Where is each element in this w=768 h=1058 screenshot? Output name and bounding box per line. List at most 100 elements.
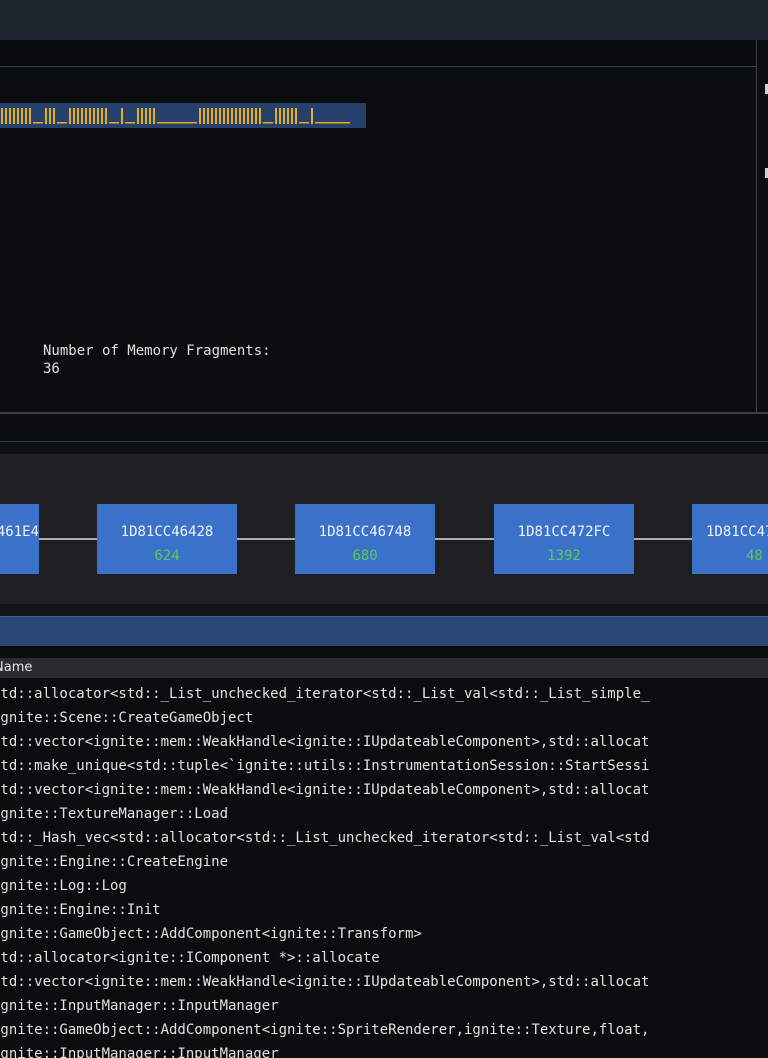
side-panel-marker xyxy=(765,84,768,94)
allocations-table: Name std::allocator<std::_List_unchecked… xyxy=(0,646,768,1058)
node-address: 1D81CC47 xyxy=(706,524,768,540)
node-address: 1D81CC46428 xyxy=(120,524,214,540)
memory-fragment xyxy=(1,108,3,124)
memory-gap xyxy=(157,122,197,124)
memory-fragment xyxy=(21,108,23,124)
memory-gap xyxy=(109,122,119,124)
memory-fragment xyxy=(239,108,241,124)
memory-fragment xyxy=(77,108,79,124)
memory-gap xyxy=(263,122,273,124)
memory-fragment xyxy=(13,108,15,124)
memory-fragment xyxy=(287,108,289,124)
memory-fragment xyxy=(207,108,209,124)
node-size: 48 xyxy=(746,548,763,564)
memory-fragment xyxy=(283,108,285,124)
memory-fragment xyxy=(17,108,19,124)
memory-fragment xyxy=(227,108,229,124)
fragments-count: 36 xyxy=(43,361,60,377)
chain-node[interactable]: 1D81CC472FC 1392 xyxy=(494,504,634,574)
side-panel xyxy=(756,40,768,412)
chain-node[interactable]: 1D81CC461E4 xyxy=(0,504,39,574)
table-row[interactable]: ignite::GameObject::AddComponent<ignite:… xyxy=(0,926,422,942)
memory-fragment xyxy=(85,108,87,124)
table-row[interactable]: std::allocator<std::_List_unchecked_iter… xyxy=(0,686,650,702)
memory-fragment xyxy=(81,108,83,124)
memory-fragment xyxy=(25,108,27,124)
memory-fragment xyxy=(259,108,261,124)
table-row[interactable]: std::make_unique<std::tuple<`ignite::uti… xyxy=(0,758,650,774)
node-size: 680 xyxy=(352,548,378,564)
memory-fragment xyxy=(5,108,7,124)
memory-fragment xyxy=(211,108,213,124)
node-size: 624 xyxy=(154,548,180,564)
memory-fragment xyxy=(153,108,155,124)
chain-node[interactable]: 1D81CC47 48 xyxy=(692,504,768,574)
memory-fragment xyxy=(45,108,47,124)
table-row[interactable]: std::vector<ignite::mem::WeakHandle<igni… xyxy=(0,974,650,990)
side-panel-marker xyxy=(765,168,768,178)
memory-fragment-graph xyxy=(1,108,350,124)
table-row[interactable]: ignite::Engine::Init xyxy=(0,902,161,918)
table-row[interactable]: std::_Hash_vec<std::allocator<std::_List… xyxy=(0,830,650,846)
memory-gap xyxy=(315,122,350,124)
window-titlebar xyxy=(0,0,768,40)
memory-fragment xyxy=(121,108,123,124)
memory-gap xyxy=(57,122,67,124)
memory-fragment xyxy=(279,108,281,124)
panel-divider xyxy=(0,412,768,414)
memory-fragment xyxy=(231,108,233,124)
memory-fragment xyxy=(275,108,277,124)
memory-gap xyxy=(299,122,309,124)
chain-node[interactable]: 1D81CC46748 680 xyxy=(295,504,435,574)
table-row[interactable]: ignite::InputManager::InputManager xyxy=(0,998,279,1014)
memory-fragment xyxy=(137,108,139,124)
fragments-label: Number of Memory Fragments: xyxy=(43,343,271,359)
memory-fragment xyxy=(215,108,217,124)
panel-tab-bar: s xyxy=(0,40,768,67)
memory-fragment xyxy=(235,108,237,124)
memory-gap xyxy=(33,122,43,124)
memory-fragment xyxy=(251,108,253,124)
memory-fragment xyxy=(69,108,71,124)
table-row[interactable]: ignite::InputManager::InputManager xyxy=(0,1046,279,1058)
memory-fragment xyxy=(291,108,293,124)
memory-fragment xyxy=(219,108,221,124)
memory-fragment xyxy=(93,108,95,124)
memory-fragment xyxy=(149,108,151,124)
table-row[interactable]: ignite::TextureManager::Load xyxy=(0,806,229,822)
column-header-label: Name xyxy=(0,660,33,675)
table-row[interactable]: std::vector<ignite::mem::WeakHandle<igni… xyxy=(0,782,650,798)
memory-fragment xyxy=(223,108,225,124)
memory-fragment xyxy=(73,108,75,124)
node-address: 1D81CC46748 xyxy=(318,524,412,540)
memory-fragment xyxy=(49,108,51,124)
node-size: 1392 xyxy=(547,548,581,564)
memory-fragment xyxy=(101,108,103,124)
memory-fragment xyxy=(203,108,205,124)
node-address: 1D81CC461E4 xyxy=(0,524,39,540)
table-row[interactable]: ignite::Log::Log xyxy=(0,878,127,894)
memory-fragment xyxy=(29,108,31,124)
memory-fragment xyxy=(141,108,143,124)
node-address: 1D81CC472FC xyxy=(517,524,611,540)
memory-fragment xyxy=(247,108,249,124)
memory-fragment xyxy=(145,108,147,124)
memory-fragment xyxy=(295,108,297,124)
memory-allocation-bar[interactable] xyxy=(0,103,366,128)
memory-fragment xyxy=(97,108,99,124)
memory-fragment xyxy=(9,108,11,124)
memory-gap xyxy=(125,122,135,124)
table-row[interactable]: std::vector<ignite::mem::WeakHandle<igni… xyxy=(0,734,650,750)
memory-fragment xyxy=(105,108,107,124)
table-row[interactable]: ignite::GameObject::AddComponent<ignite:… xyxy=(0,1022,650,1038)
memory-fragment xyxy=(243,108,245,124)
table-row[interactable]: std::allocator<ignite::IComponent *>::al… xyxy=(0,950,380,966)
column-header-name[interactable]: Name xyxy=(0,658,768,678)
memory-fragment xyxy=(89,108,91,124)
table-row[interactable]: ignite::Scene::CreateGameObject xyxy=(0,710,254,726)
chain-node[interactable]: 1D81CC46428 624 xyxy=(97,504,237,574)
memory-fragment xyxy=(199,108,201,124)
toolbar-strip xyxy=(0,414,768,442)
memory-fragment xyxy=(255,108,257,124)
table-row[interactable]: ignite::Engine::CreateEngine xyxy=(0,854,229,870)
